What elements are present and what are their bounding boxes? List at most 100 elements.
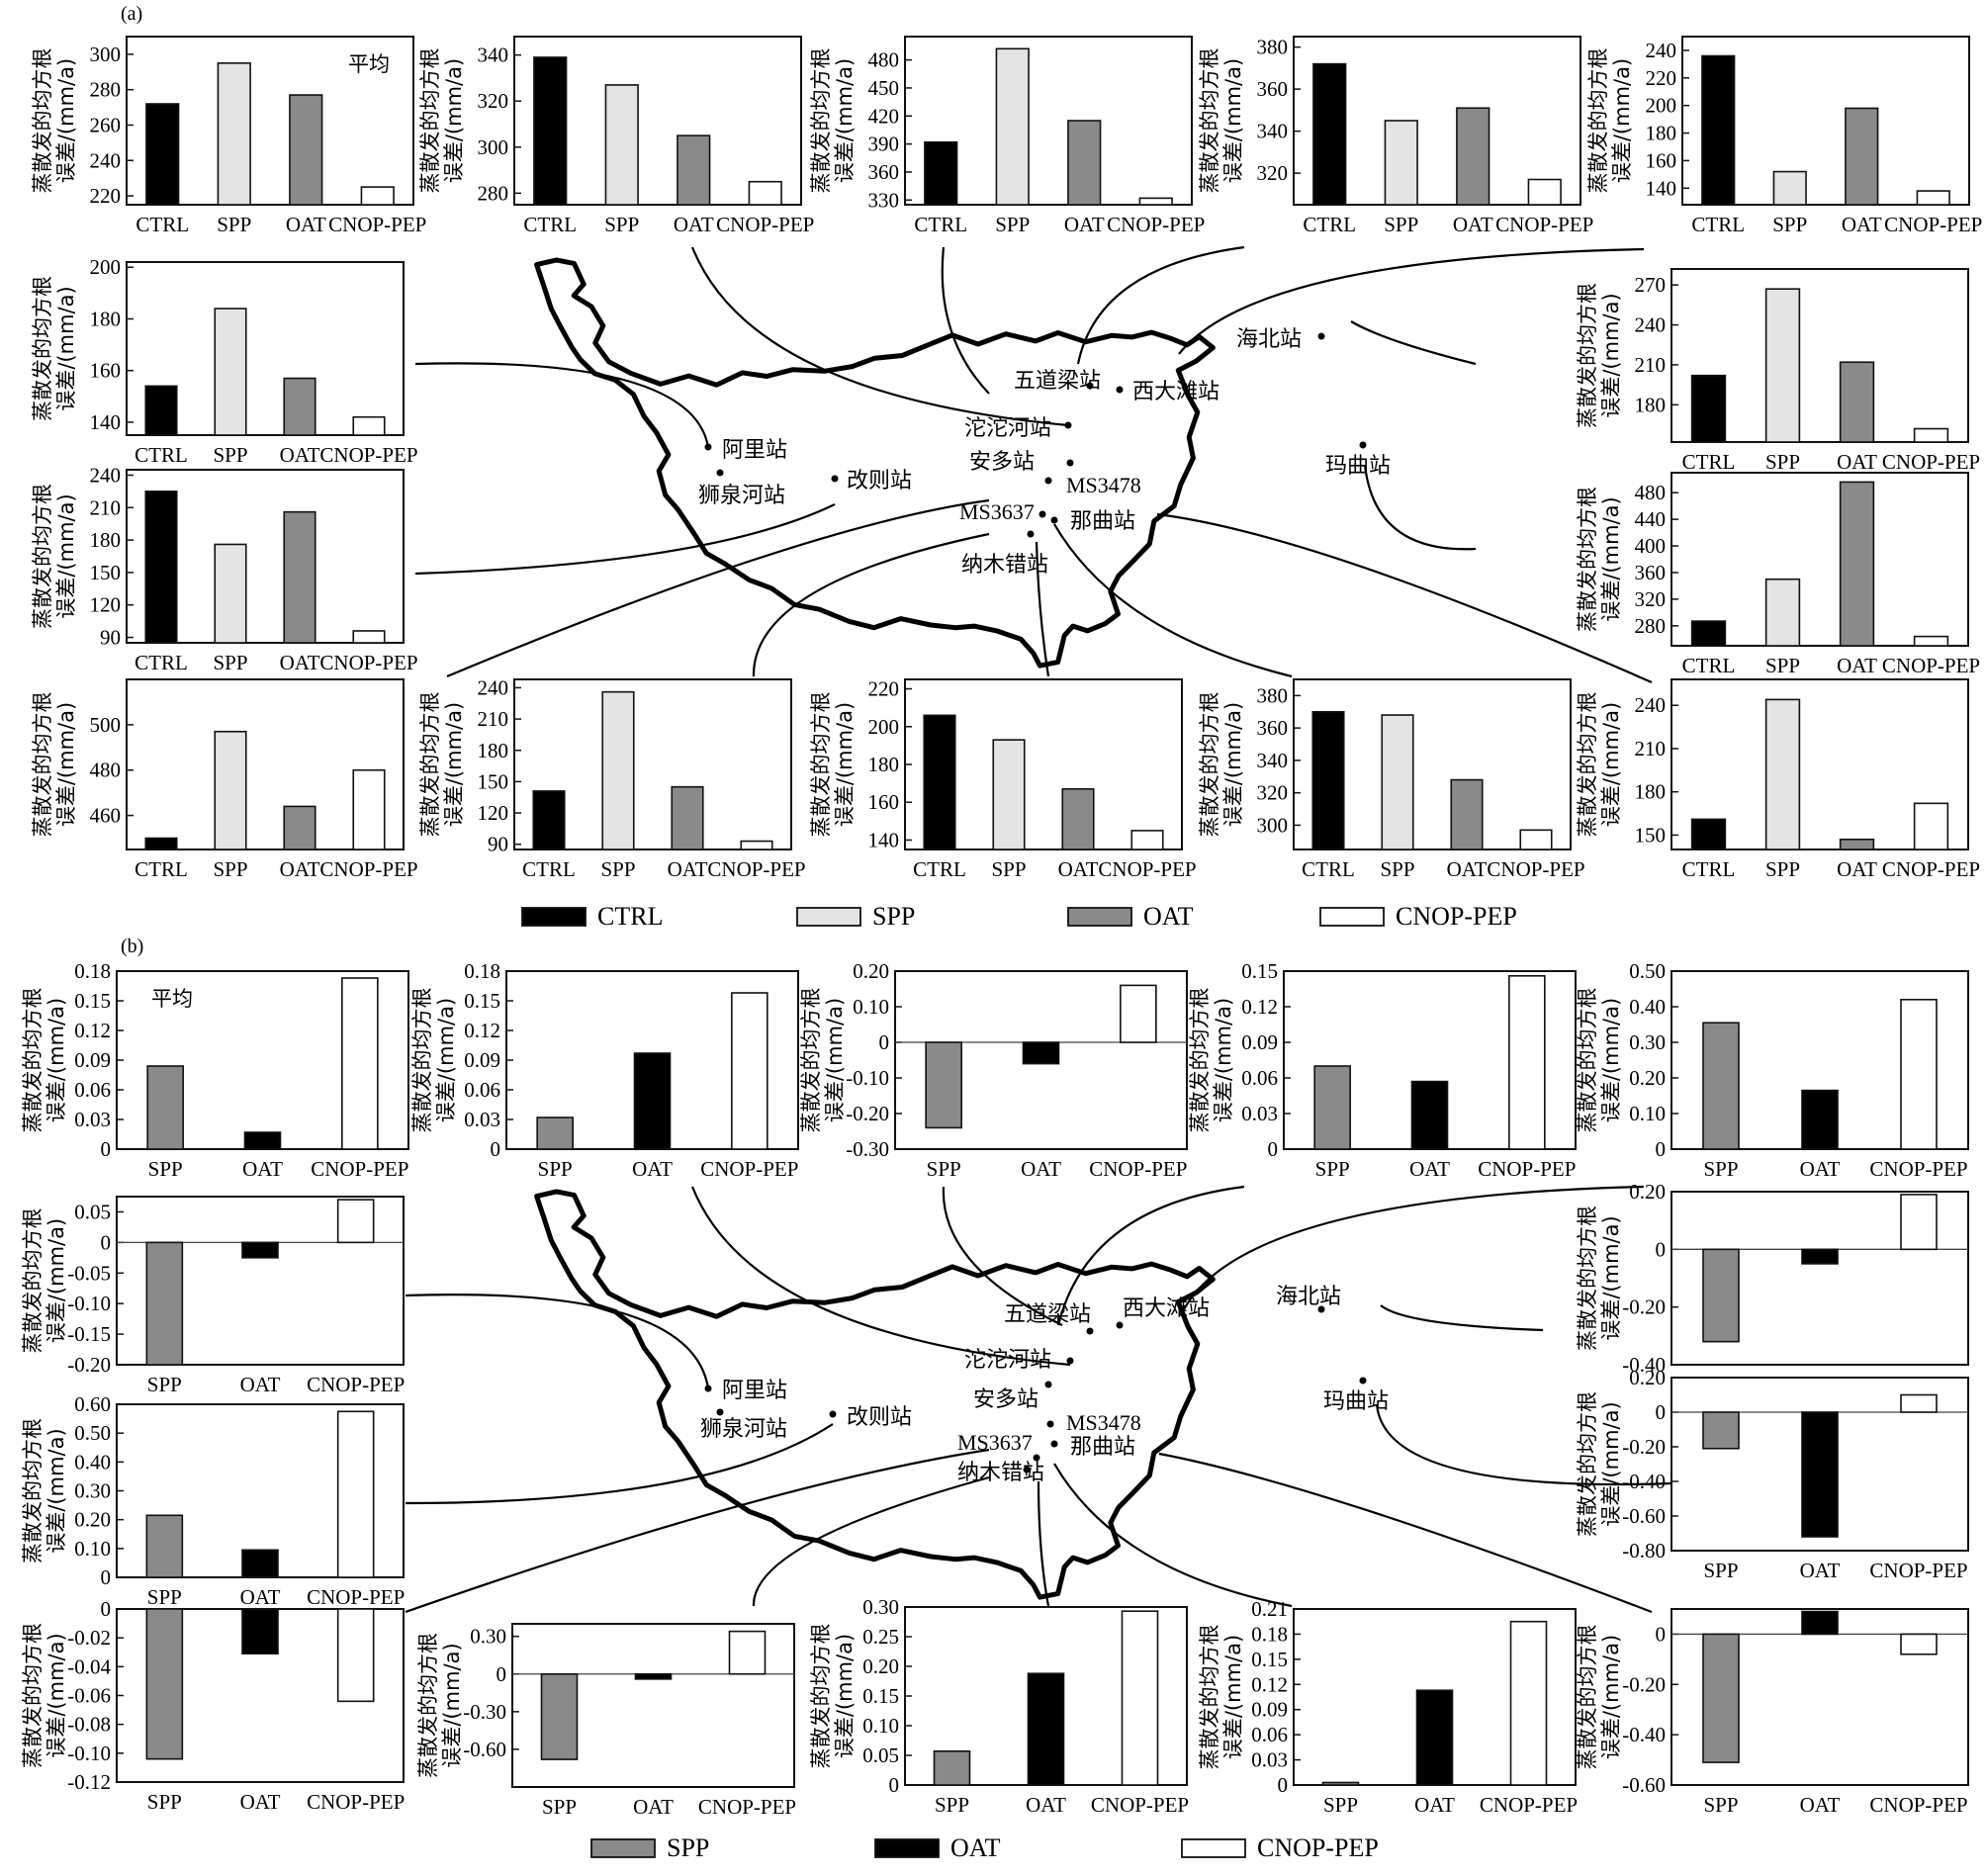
x-category-label: SPP bbox=[1315, 1157, 1350, 1181]
y-axis-label: 蒸散发的均方根误差/(mm/a) bbox=[1198, 1625, 1245, 1770]
y-tick-label: 0 bbox=[879, 1030, 890, 1054]
bar-spp bbox=[214, 543, 247, 644]
x-category-label: OAT bbox=[1026, 1793, 1066, 1817]
panel-label-a: (a) bbox=[121, 3, 142, 25]
y-tick-label: 0 bbox=[101, 1137, 112, 1161]
y-tick-label: 120 bbox=[478, 801, 509, 825]
x-category-label: CNOP-PEP bbox=[328, 213, 426, 236]
x-category-label: CTRL bbox=[1302, 857, 1355, 881]
station-dot bbox=[1044, 477, 1052, 485]
leader-line-22 bbox=[405, 1448, 990, 1614]
station-b-10: MS3637 bbox=[957, 1430, 1040, 1462]
y-axis-label-line1: 蒸散发的均方根 bbox=[418, 48, 442, 194]
y-axis-label-line1: 蒸散发的均方根 bbox=[809, 48, 833, 194]
x-category-label: OAT bbox=[240, 1373, 281, 1396]
y-tick-label: 0.10 bbox=[853, 995, 889, 1019]
station-a-11: 那曲站 bbox=[1050, 509, 1135, 534]
y-tick-label: 280 bbox=[90, 78, 122, 102]
y-tick-label: 0.18 bbox=[74, 959, 111, 983]
leader-line-7 bbox=[414, 503, 836, 576]
leader-line-26 bbox=[1158, 1452, 1653, 1614]
x-category-label: OAT bbox=[1842, 213, 1882, 236]
bar-oat bbox=[243, 1131, 282, 1150]
y-axis-label-line1: 蒸散发的均方根 bbox=[1586, 48, 1610, 194]
x-category-label: OAT bbox=[240, 1585, 281, 1609]
x-category-label: OAT bbox=[280, 443, 320, 467]
y-axis-label-line2: 误差/(mm/a) bbox=[823, 998, 847, 1122]
legend-item-ctrl: CTRL bbox=[521, 902, 663, 931]
y-tick-label: 140 bbox=[868, 828, 900, 851]
y-tick-label: 0.06 bbox=[74, 1078, 111, 1102]
y-axis-label: 蒸散发的均方根误差/(mm/a) bbox=[31, 48, 78, 194]
y-tick-label: 480 bbox=[868, 48, 900, 72]
y-axis-label-line2: 误差/(mm/a) bbox=[1599, 998, 1623, 1122]
station-b-1: 五道梁站 bbox=[1004, 1302, 1094, 1335]
bar-oat bbox=[1801, 1248, 1839, 1265]
y-axis-label: 蒸散发的均方根误差/(mm/a) bbox=[21, 988, 68, 1133]
y-tick-label: 200 bbox=[868, 715, 900, 739]
y-tick-label: 0 bbox=[101, 1230, 112, 1254]
bar-ctrl bbox=[923, 714, 956, 850]
y-tick-label: 0.09 bbox=[74, 1048, 111, 1072]
y-axis-label: 蒸散发的均方根误差/(mm/a) bbox=[31, 276, 78, 421]
legend-swatch bbox=[1319, 907, 1385, 927]
leader-line-4 bbox=[1178, 247, 1645, 355]
y-tick-label: 0.09 bbox=[1251, 1698, 1288, 1722]
y-axis-label: 蒸散发的均方根误差/(mm/a) bbox=[1576, 487, 1623, 632]
y-axis-label: 蒸散发的均方根误差/(mm/a) bbox=[799, 988, 847, 1133]
y-axis-label-line2: 误差/(mm/a) bbox=[1599, 1401, 1623, 1526]
station-dot bbox=[1359, 1377, 1367, 1385]
x-category-label: SPP bbox=[1765, 450, 1800, 474]
y-axis-label-line1: 蒸散发的均方根 bbox=[1576, 1625, 1599, 1770]
y-tick-label: 0.20 bbox=[1629, 1066, 1666, 1090]
x-category-label: OAT bbox=[286, 213, 326, 236]
y-axis-label-line1: 蒸散发的均方根 bbox=[416, 1633, 440, 1778]
y-tick-label: -0.10 bbox=[67, 1292, 111, 1315]
y-tick-label: 180 bbox=[868, 753, 900, 776]
x-category-label: CNOP-PEP bbox=[1098, 857, 1196, 881]
y-tick-label: 0 bbox=[491, 1137, 501, 1161]
bar-oat bbox=[1450, 778, 1484, 850]
x-category-label: SPP bbox=[1380, 857, 1414, 881]
x-category-label: SPP bbox=[1765, 654, 1800, 677]
x-category-label: SPP bbox=[995, 213, 1030, 236]
y-tick-label: 0.12 bbox=[1251, 1672, 1288, 1696]
y-tick-label: 0.12 bbox=[464, 1019, 500, 1042]
leader-line-20 bbox=[405, 1423, 834, 1505]
bar-spp bbox=[1772, 170, 1807, 206]
y-axis-label-line1: 蒸散发的均方根 bbox=[1188, 988, 1212, 1133]
y-axis-label: 蒸散发的均方根误差/(mm/a) bbox=[418, 48, 466, 194]
bar-spp bbox=[1702, 1633, 1740, 1763]
station-label: 海北站 bbox=[1236, 327, 1302, 352]
x-category-label: OAT bbox=[280, 857, 320, 881]
x-category-label: OAT bbox=[242, 1157, 283, 1181]
bar-cnop-pep bbox=[1138, 197, 1173, 206]
leader-line-23 bbox=[752, 1475, 990, 1607]
station-label: 纳木错站 bbox=[961, 553, 1048, 578]
bar-oat bbox=[1022, 1041, 1060, 1065]
y-tick-label: 0.30 bbox=[470, 1625, 506, 1649]
bar-ctrl bbox=[145, 103, 180, 206]
station-dot bbox=[1027, 530, 1035, 538]
bar-cnop-pep bbox=[336, 1410, 375, 1578]
station-a-3: 海北站 bbox=[1236, 327, 1325, 352]
station-a-13: 玛曲站 bbox=[1325, 441, 1391, 479]
legend-label: CNOP-PEP bbox=[1396, 902, 1517, 931]
y-axis-label-line2: 误差/(mm/a) bbox=[440, 1643, 464, 1767]
y-axis-label-line2: 误差/(mm/a) bbox=[1599, 293, 1623, 417]
y-tick-label: 0.30 bbox=[862, 1595, 899, 1619]
x-category-label: CTRL bbox=[135, 443, 188, 467]
x-category-label: CTRL bbox=[914, 213, 967, 236]
y-axis-label-line2: 误差/(mm/a) bbox=[1599, 496, 1623, 621]
y-tick-label: -0.12 bbox=[67, 1770, 111, 1794]
legend-item-oat: OAT bbox=[1067, 902, 1194, 931]
station-dot bbox=[829, 1410, 837, 1418]
x-category-label: OAT bbox=[280, 651, 320, 674]
